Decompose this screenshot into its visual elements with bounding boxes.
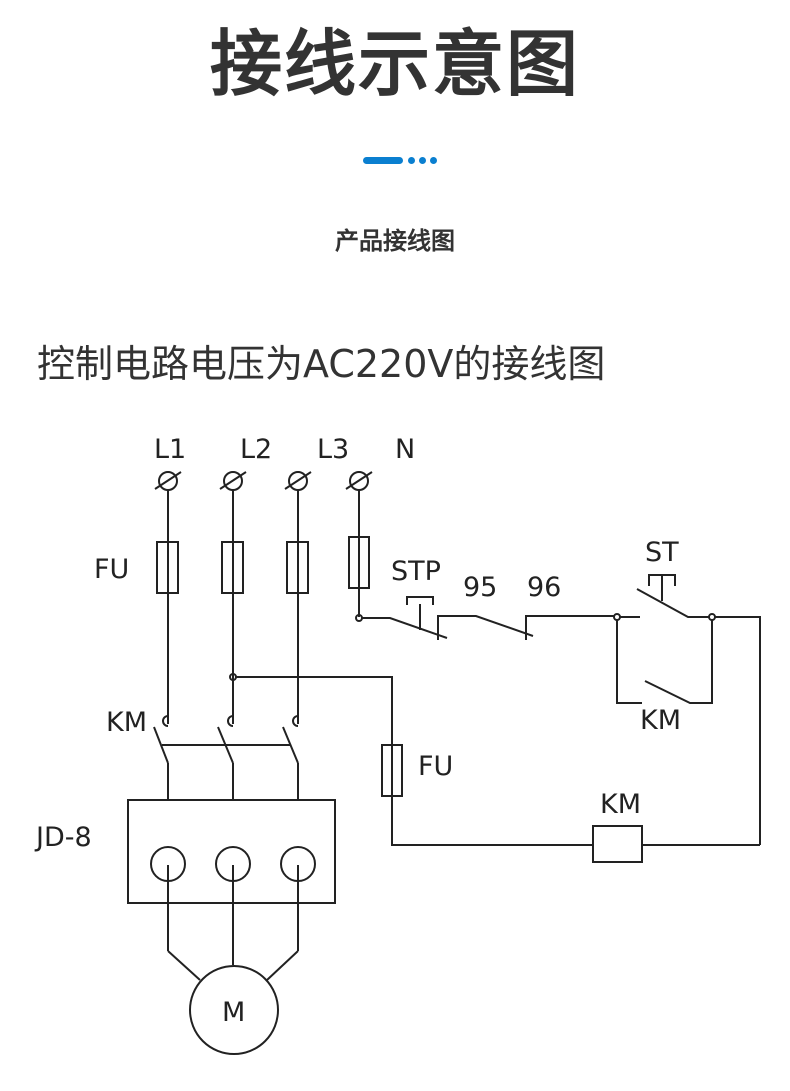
overload-contact-96-label: 96 bbox=[527, 572, 561, 603]
stop-button-label: STP bbox=[391, 556, 441, 587]
control-wire bbox=[715, 616, 761, 845]
divider-bar bbox=[363, 157, 403, 164]
divider-dot bbox=[430, 157, 437, 164]
terminal-l1 bbox=[154, 471, 182, 724]
main-contactor-label: KM bbox=[106, 707, 147, 738]
terminal-l3 bbox=[284, 471, 312, 724]
terminal-l2 bbox=[219, 471, 247, 724]
junction-dot bbox=[355, 614, 363, 622]
protector-label: JD-8 bbox=[34, 822, 92, 853]
control-fuse-label: FU bbox=[418, 751, 453, 782]
start-button-contact[interactable] bbox=[636, 574, 709, 618]
aux-contact-label: KM bbox=[640, 705, 681, 736]
overload-contact-95-label: 95 bbox=[463, 572, 497, 603]
terminal-label-l3: L3 bbox=[317, 434, 349, 465]
terminal-label-l1: L1 bbox=[154, 434, 186, 465]
motor bbox=[189, 965, 279, 1055]
junction-dot bbox=[613, 613, 621, 621]
divider-dot bbox=[419, 157, 426, 164]
junction-dot bbox=[708, 613, 716, 621]
start-button-label: ST bbox=[645, 537, 679, 568]
stop-button-contact[interactable] bbox=[362, 596, 534, 640]
terminal-label-l2: L2 bbox=[240, 434, 272, 465]
main-contactor-km bbox=[153, 715, 299, 800]
control-supply-wire bbox=[236, 676, 593, 846]
km-coil bbox=[592, 825, 643, 863]
jd8-protector bbox=[127, 799, 336, 904]
fuse-label-main: FU bbox=[94, 554, 129, 585]
divider-dot bbox=[408, 157, 415, 164]
page-title: 接线示意图 bbox=[209, 22, 580, 106]
section-title: 控制电路电压为AC220V的接线图 bbox=[37, 342, 606, 386]
motor-label: M bbox=[222, 997, 245, 1028]
overload-contact bbox=[525, 615, 614, 640]
subtitle: 产品接线图 bbox=[335, 227, 455, 255]
aux-contact-km bbox=[616, 620, 713, 704]
terminal-label-n: N bbox=[395, 434, 415, 465]
coil-label: KM bbox=[600, 789, 641, 820]
